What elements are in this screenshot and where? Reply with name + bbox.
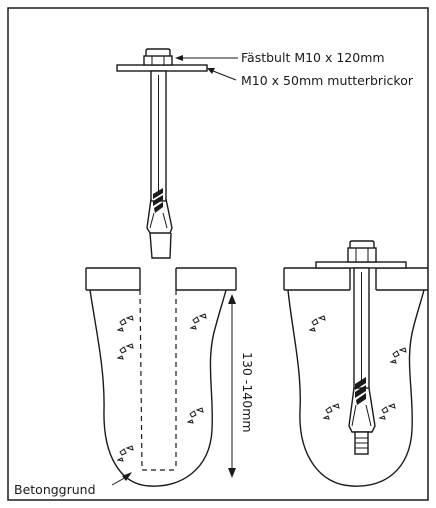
concrete-foundation-right	[287, 289, 425, 487]
aggregate-marks-right	[308, 315, 407, 420]
washer-label: M10 x 50mm mutterbrickor	[241, 73, 414, 88]
bolt-before-installation	[116, 48, 208, 259]
base-callout: Betonggrund	[14, 472, 132, 497]
expansion-sleeve	[146, 198, 173, 234]
washer-plate	[315, 261, 407, 269]
concrete-slab-left	[85, 267, 237, 291]
sleeve-thread-marks	[153, 188, 163, 213]
cone-nut	[149, 232, 172, 259]
concrete-foundation-left	[89, 289, 227, 487]
aggregate-marks-left	[116, 313, 207, 462]
depth-dimension	[228, 294, 236, 478]
drilled-hole	[139, 289, 177, 471]
bolt-head	[145, 48, 171, 56]
bolt-head	[349, 240, 375, 248]
washer-plate	[116, 64, 208, 72]
base-label: Betonggrund	[14, 482, 96, 497]
bolt-label: Fästbult M10 x 120mm	[241, 50, 385, 65]
sleeve-thread-marks	[355, 377, 366, 405]
bolt-callout: Fästbult M10 x 120mm	[175, 50, 385, 65]
outer-frame	[7, 7, 429, 501]
depth-label: 130 -140mm	[240, 352, 255, 433]
washer-callout: M10 x 50mm mutterbrickor	[207, 68, 414, 88]
bolt-installed	[315, 240, 407, 455]
